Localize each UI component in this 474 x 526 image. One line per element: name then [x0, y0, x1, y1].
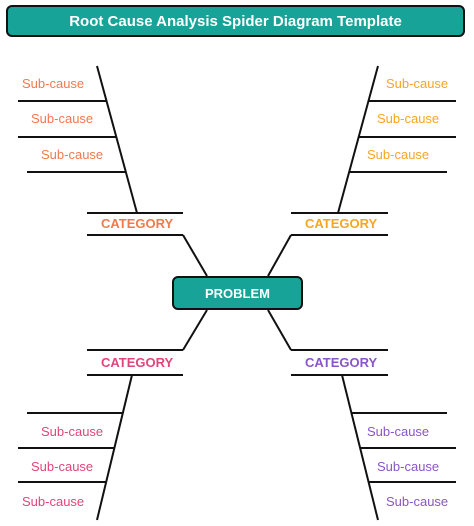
connector-bottom-left	[182, 309, 208, 351]
subcause-bottom-left-1: Sub-cause	[41, 424, 104, 439]
subcause-bottom-right-2: Sub-cause	[377, 459, 440, 474]
category-top-right: CATEGORY	[305, 216, 378, 231]
diagram-title: Root Cause Analysis Spider Diagram Templ…	[6, 5, 465, 37]
problem-box: PROBLEM	[172, 276, 303, 310]
category-bottom-right: CATEGORY	[305, 355, 378, 370]
connector-top-left	[182, 234, 208, 277]
connector-bottom-right	[267, 309, 292, 351]
connector-top-right	[267, 234, 292, 277]
subcause-bottom-right-1: Sub-cause	[367, 424, 430, 439]
subcause-top-right-2: Sub-cause	[377, 111, 440, 126]
subcause-top-left-3: Sub-cause	[41, 147, 104, 162]
spine-top-right	[337, 65, 379, 214]
subcause-top-left-2: Sub-cause	[31, 111, 94, 126]
subcause-bottom-left-3: Sub-cause	[22, 494, 85, 509]
subcause-top-left-1: Sub-cause	[22, 76, 85, 91]
subcause-top-right-3: Sub-cause	[367, 147, 430, 162]
subcause-bottom-left-2: Sub-cause	[31, 459, 94, 474]
spine-top-left	[96, 65, 138, 214]
subcause-bottom-right-3: Sub-cause	[386, 494, 449, 509]
category-top-left: CATEGORY	[101, 216, 174, 231]
spine-bottom-left	[96, 374, 133, 521]
category-bottom-left: CATEGORY	[101, 355, 174, 370]
subcause-top-right-1: Sub-cause	[386, 76, 449, 91]
